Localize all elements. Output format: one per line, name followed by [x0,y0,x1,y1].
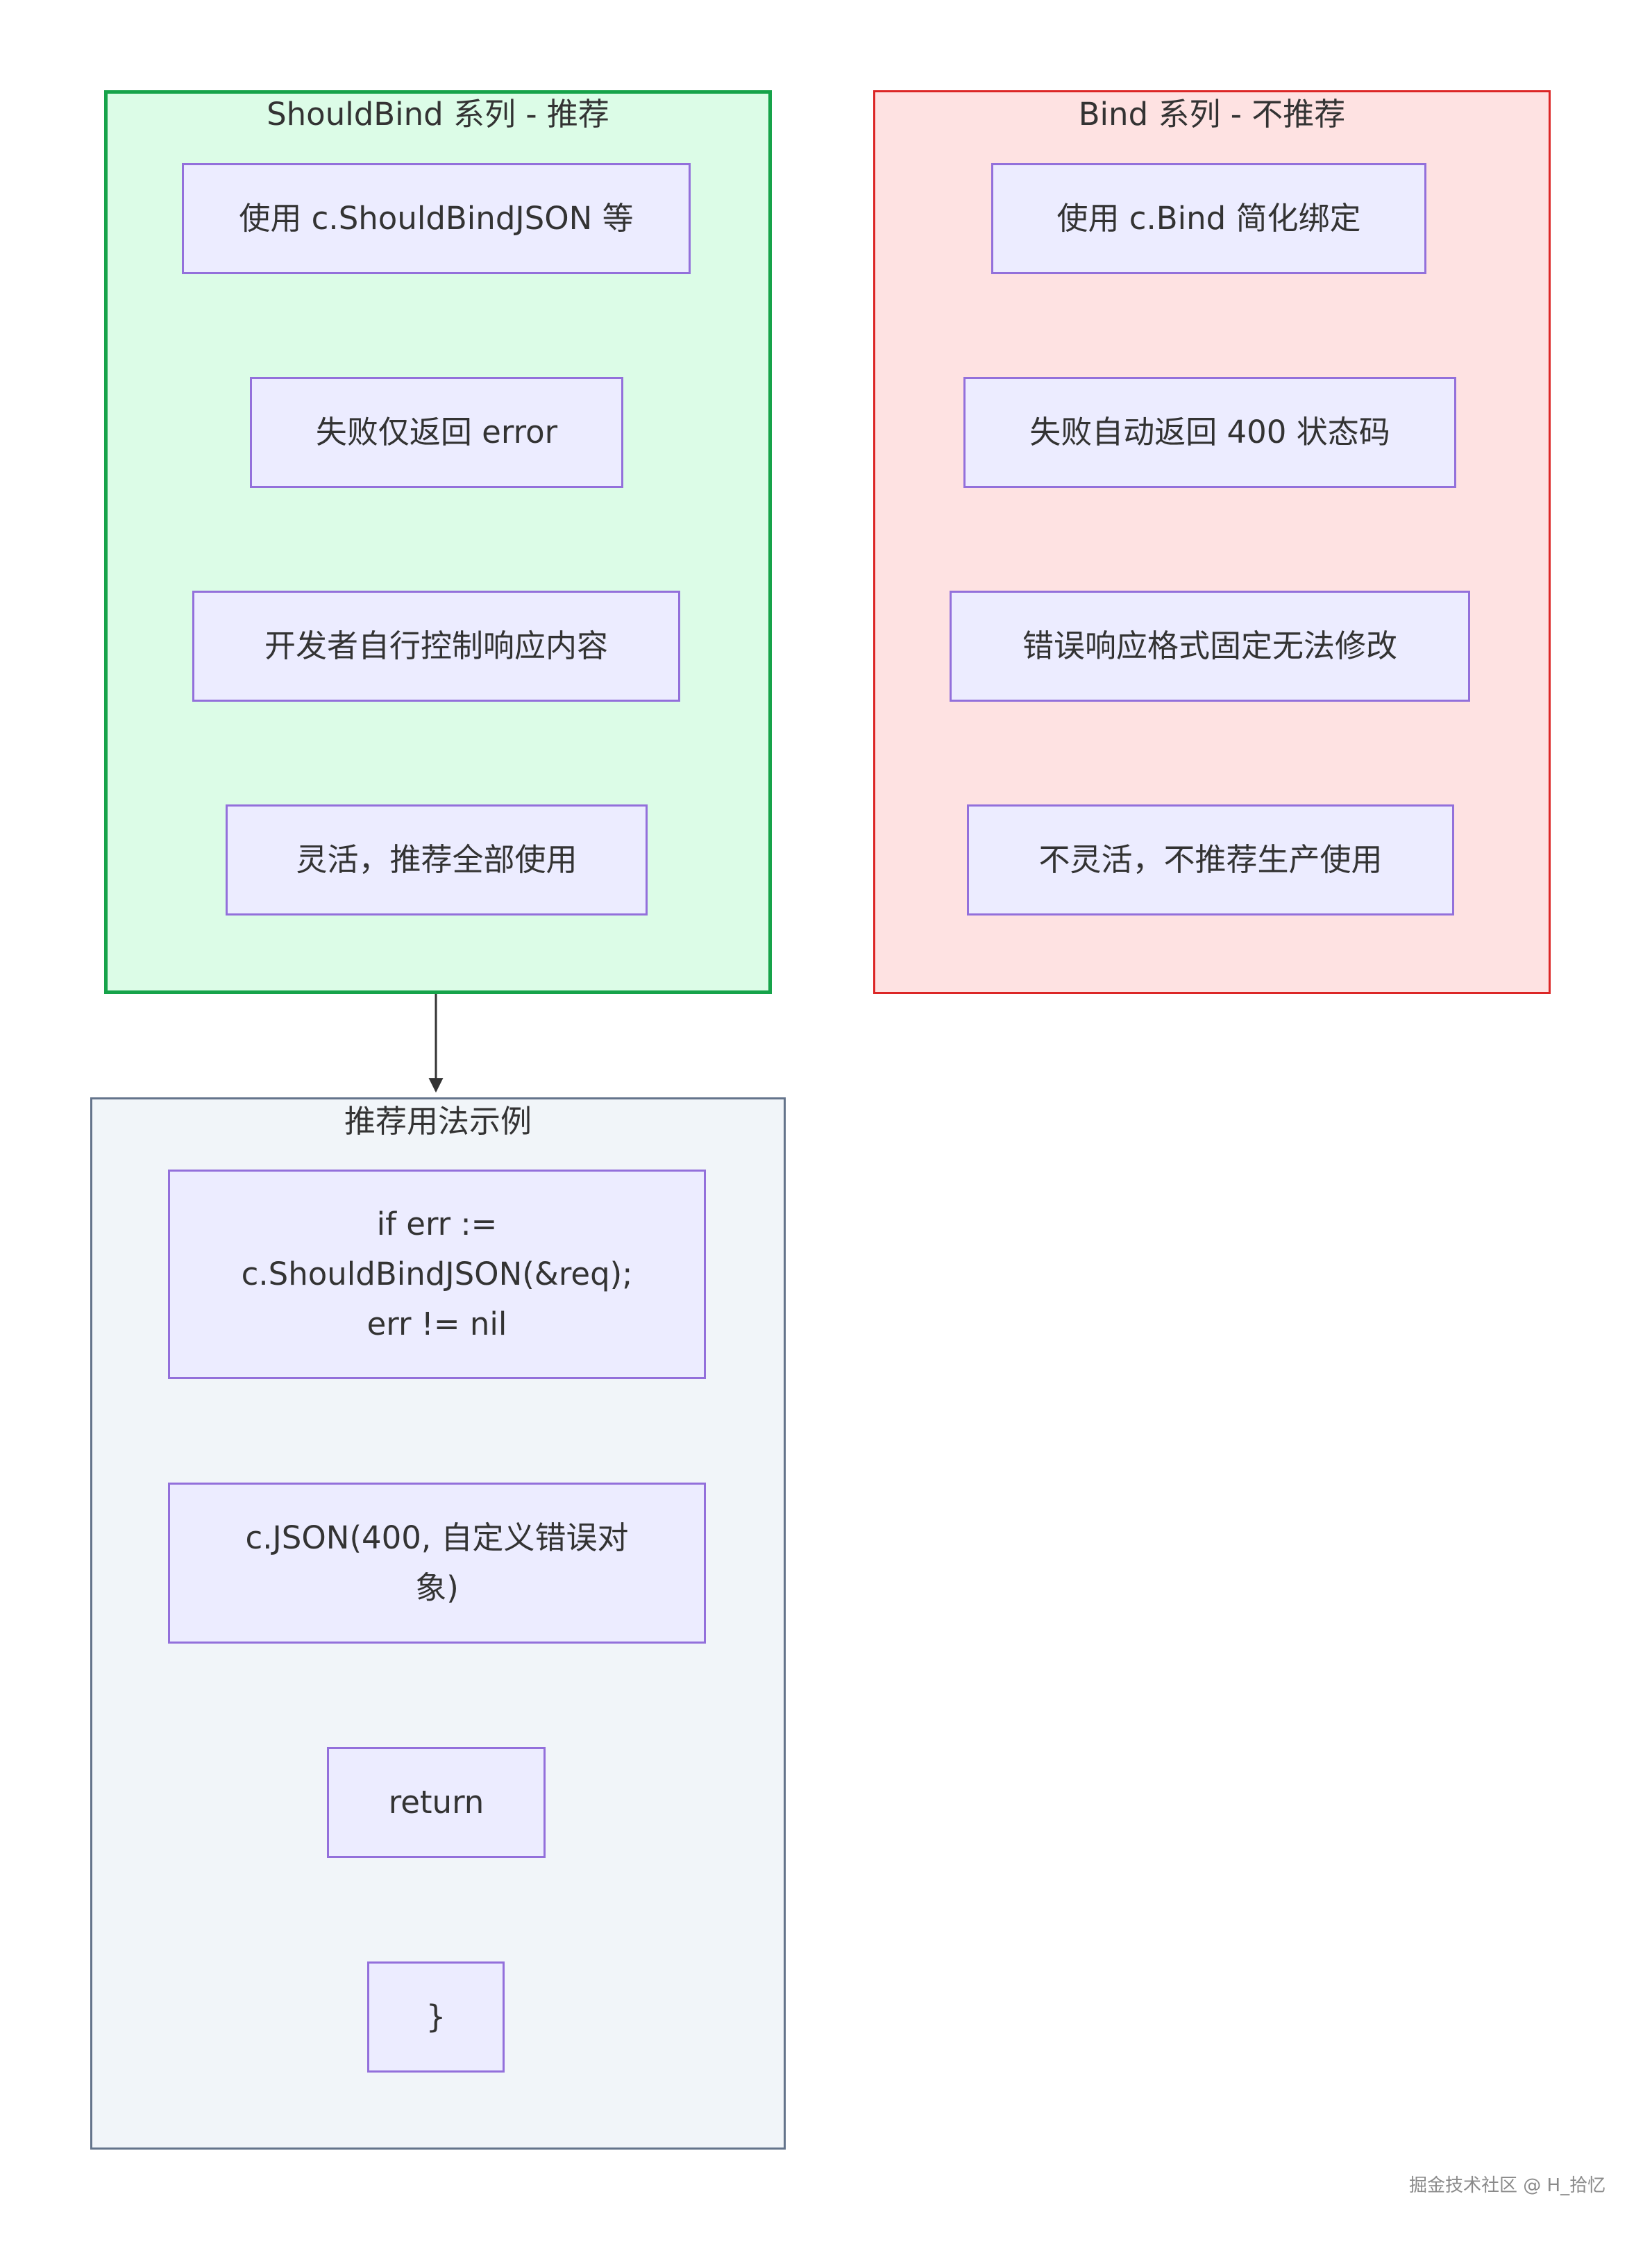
code-line: c.JSON(400, 自定义错误对 [245,1519,629,1556]
node-label: 开发者自行控制响应内容 [264,627,608,664]
node-if-err-check: if err := c.ShouldBindJSON(&req); err !=… [168,1170,706,1379]
node-label: 错误响应格式固定无法修改 [1022,627,1397,664]
cluster-example: 推荐用法示例 if err := c.ShouldBindJSON(&req);… [90,1097,786,2150]
node-label: 失败仅返回 error [315,414,558,450]
cluster-title: Bind 系列 - 不推荐 [1078,96,1346,133]
code-line: err != nil [366,1306,507,1342]
node-use-shouldbindjson: 使用 c.ShouldBindJSON 等 [182,163,691,274]
cluster-bind: Bind 系列 - 不推荐 使用 c.Bind 简化绑定 失败自动返回 400 … [873,90,1551,994]
node-label: 失败自动返回 400 状态码 [1029,414,1390,450]
node-label: 使用 c.ShouldBindJSON 等 [239,200,634,237]
node-label: 不灵活，不推荐生产使用 [1038,841,1383,878]
cluster-title: ShouldBind 系列 - 推荐 [267,96,609,133]
node-flexible-recommended: 灵活，推荐全部使用 [226,804,648,915]
cluster-shouldbind: ShouldBind 系列 - 推荐 使用 c.ShouldBindJSON 等… [104,90,772,994]
node-fail-auto-400: 失败自动返回 400 状态码 [963,377,1456,488]
cluster-title: 推荐用法示例 [344,1103,532,1140]
code-line: return [388,1784,484,1821]
code-line: } [425,1998,446,2035]
node-label: 灵活，推荐全部使用 [296,841,578,878]
watermark: 掘金技术社区 @ H_拾忆 [1409,2175,1606,2196]
node-label: 使用 c.Bind 简化绑定 [1056,200,1361,237]
node-json-400: c.JSON(400, 自定义错误对 象) [168,1483,706,1644]
code-line: 象) [415,1569,459,1606]
node-not-flexible: 不灵活，不推荐生产使用 [967,804,1454,915]
node-fixed-error-format: 错误响应格式固定无法修改 [950,591,1470,702]
node-dev-control-response: 开发者自行控制响应内容 [192,591,680,702]
node-closing-brace: } [367,1961,505,2073]
node-return: return [327,1747,546,1858]
node-fail-return-error: 失败仅返回 error [250,377,623,488]
code-line: if err := [376,1206,498,1242]
node-use-bind: 使用 c.Bind 简化绑定 [991,163,1426,274]
code-line: c.ShouldBindJSON(&req); [241,1256,633,1292]
